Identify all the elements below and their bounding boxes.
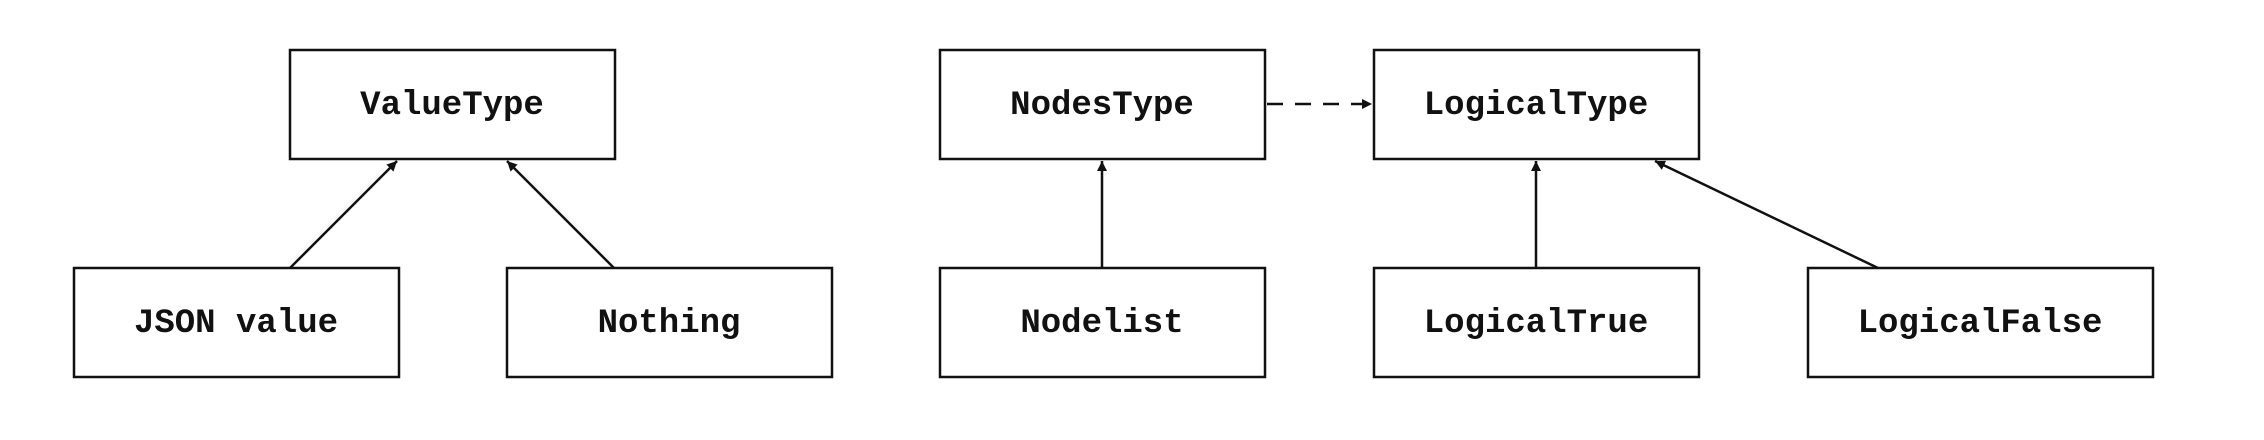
node-nodes-type: NodesType xyxy=(938,48,1267,161)
edge-nothing-to-value-type xyxy=(506,160,615,269)
node-json-value-box xyxy=(72,266,401,379)
node-logical-false-box xyxy=(1806,266,2155,379)
node-value-type-box xyxy=(288,48,617,161)
node-nodelist-box xyxy=(938,266,1267,379)
node-logical-true: LogicalTrue xyxy=(1372,266,1701,379)
node-json-value-label: JSON value xyxy=(134,305,338,343)
node-nothing-box xyxy=(505,266,834,379)
edges-layer xyxy=(289,99,1879,270)
node-nodes-type-box xyxy=(938,48,1267,161)
edge-logical-false-to-logical-type xyxy=(1654,159,1879,270)
node-logical-type-box xyxy=(1372,48,1701,161)
node-nothing: Nothing xyxy=(505,266,834,379)
node-logical-true-label: LogicalTrue xyxy=(1424,305,1648,343)
node-value-type: ValueType xyxy=(288,48,617,161)
node-logical-type: LogicalType xyxy=(1372,48,1701,161)
node-nodelist-label: Nodelist xyxy=(1020,305,1183,343)
node-logical-type-label: LogicalType xyxy=(1424,87,1648,125)
node-json-value: JSON value xyxy=(72,266,401,379)
node-logical-true-box xyxy=(1372,266,1701,379)
node-nodes-type-label: NodesType xyxy=(1010,87,1194,125)
node-nothing-label: Nothing xyxy=(598,305,741,343)
edge-json-value-to-value-type xyxy=(289,160,398,269)
node-value-type-label: ValueType xyxy=(360,87,544,125)
node-nodelist: Nodelist xyxy=(938,266,1267,379)
node-logical-false: LogicalFalse xyxy=(1806,266,2155,379)
node-logical-false-label: LogicalFalse xyxy=(1858,305,2103,343)
